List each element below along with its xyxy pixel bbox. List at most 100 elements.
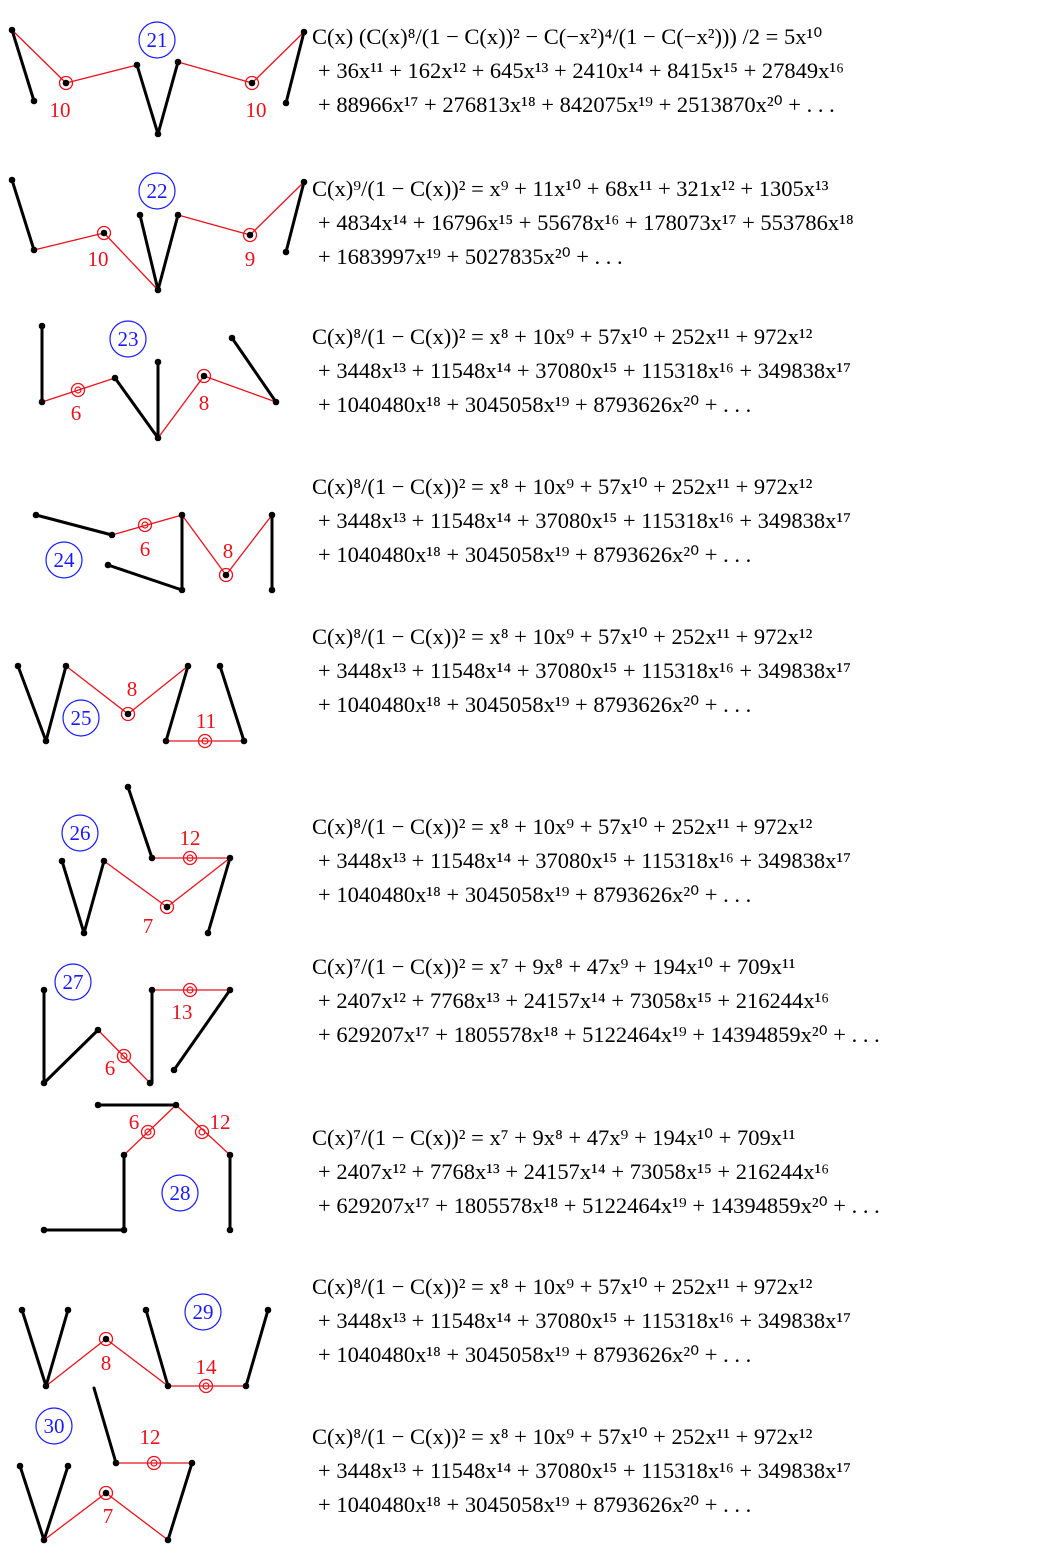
number-circle — [35, 1407, 73, 1445]
generating-function: C(x)⁸/(1 − C(x))² = x⁸ + 10x⁹ + 57x¹⁰ + … — [312, 1270, 1038, 1372]
entry-number: 27 — [63, 970, 84, 994]
formula-line: + 1040480x¹⁸ + 3045058x¹⁹ + 8793626x²⁰ +… — [318, 882, 752, 907]
generating-function: C(x) (C(x)⁸/(1 − C(x))² − C(−x²)⁴/(1 − C… — [312, 20, 1038, 122]
entry-number: 23 — [118, 327, 139, 351]
marked-vertex — [120, 706, 136, 722]
diagram-28: 28 6 12 — [40, 1101, 234, 1234]
red-label: 9 — [245, 247, 256, 271]
diagram-24: 24 6 8 — [32, 511, 276, 594]
marked-vertex — [194, 1124, 210, 1140]
number-circle — [184, 1293, 222, 1331]
generating-function: C(x)⁸/(1 − C(x))² = x⁸ + 10x⁹ + 57x¹⁰ + … — [312, 1420, 1038, 1522]
entry-number: 24 — [54, 548, 76, 572]
marked-vertex — [218, 567, 234, 583]
red-label: 10 — [50, 98, 71, 122]
marked-vertex — [198, 1378, 214, 1394]
marked-vertex — [182, 850, 198, 866]
number-circle — [138, 172, 176, 210]
red-label: 8 — [101, 1351, 112, 1375]
marked-vertex — [242, 227, 258, 243]
formula-line: C(x)⁸/(1 − C(x))² = x⁸ + 10x⁹ + 57x¹⁰ + … — [312, 814, 813, 839]
red-label: 12 — [180, 826, 201, 850]
red-label: 6 — [71, 401, 82, 425]
marked-vertex — [98, 1331, 114, 1347]
formula-line: C(x)⁸/(1 − C(x))² = x⁸ + 10x⁹ + 57x¹⁰ + … — [312, 1274, 813, 1299]
red-label: 14 — [196, 1355, 218, 1379]
number-circle — [161, 1174, 199, 1212]
diagram-22: 22 10 9 — [8, 172, 308, 294]
entry-number: 29 — [193, 1300, 214, 1324]
red-label: 13 — [172, 1000, 193, 1024]
formula-line: + 3448x¹³ + 11548x¹⁴ + 37080x¹⁵ + 115318… — [318, 358, 852, 383]
formula-line: + 3448x¹³ + 11548x¹⁴ + 37080x¹⁵ + 115318… — [318, 848, 852, 873]
formula-line: C(x)⁸/(1 − C(x))² = x⁸ + 10x⁹ + 57x¹⁰ + … — [312, 1424, 813, 1449]
red-label: 6 — [140, 537, 151, 561]
red-label: 12 — [140, 1425, 161, 1449]
generating-function: C(x)⁷/(1 − C(x))² = x⁷ + 9x⁸ + 47x⁹ + 19… — [312, 1121, 1038, 1223]
red-label: 8 — [199, 391, 210, 415]
formula-line: + 3448x¹³ + 11548x¹⁴ + 37080x¹⁵ + 115318… — [318, 658, 852, 683]
entry-number: 25 — [71, 706, 92, 730]
entry-number: 26 — [70, 821, 91, 845]
marked-vertex — [137, 517, 153, 533]
marked-vertex — [116, 1048, 132, 1064]
number-circle — [62, 699, 100, 737]
formula-line: + 1040480x¹⁸ + 3045058x¹⁹ + 8793626x²⁰ +… — [318, 1342, 752, 1367]
marked-vertex — [197, 733, 213, 749]
formula-line: + 2407x¹² + 7768x¹³ + 24157x¹⁴ + 73058x¹… — [318, 988, 830, 1013]
generating-function: C(x)⁸/(1 − C(x))² = x⁸ + 10x⁹ + 57x¹⁰ + … — [312, 620, 1038, 722]
formula-line: C(x)⁷/(1 − C(x))² = x⁷ + 9x⁸ + 47x⁹ + 19… — [312, 954, 796, 979]
diagram-26: 26 12 7 — [58, 783, 234, 938]
formula-line: + 88966x¹⁷ + 276813x¹⁸ + 842075x¹⁹ + 251… — [318, 92, 835, 117]
diagram-21: 21 10 10 — [8, 21, 308, 138]
diagram-30: 30 12 7 — [16, 1386, 196, 1544]
entry-number: 22 — [147, 179, 168, 203]
marked-vertex — [98, 1485, 114, 1501]
formula-line: C(x) (C(x)⁸/(1 − C(x))² − C(−x²)⁴/(1 − C… — [312, 24, 823, 49]
diagram-27: 27 6 13 — [40, 963, 234, 1087]
marked-vertex — [182, 982, 198, 998]
formula-line: C(x)⁸/(1 − C(x))² = x⁸ + 10x⁹ + 57x¹⁰ + … — [312, 624, 813, 649]
formula-line: + 1040480x¹⁸ + 3045058x¹⁹ + 8793626x²⁰ +… — [318, 1492, 752, 1517]
entry-number: 30 — [44, 1414, 65, 1438]
formula-line: C(x)⁸/(1 − C(x))² = x⁸ + 10x⁹ + 57x¹⁰ + … — [312, 324, 813, 349]
formula-line: + 629207x¹⁷ + 1805578x¹⁸ + 5122464x¹⁹ + … — [318, 1193, 880, 1218]
marked-vertex — [140, 1124, 156, 1140]
formula-line: + 2407x¹² + 7768x¹³ + 24157x¹⁴ + 73058x¹… — [318, 1159, 830, 1184]
generating-function: C(x)⁸/(1 − C(x))² = x⁸ + 10x⁹ + 57x¹⁰ + … — [312, 470, 1038, 572]
formula-line: + 1040480x¹⁸ + 3045058x¹⁹ + 8793626x²⁰ +… — [318, 542, 752, 567]
red-label: 12 — [210, 1110, 231, 1134]
entry-number: 21 — [147, 28, 168, 52]
formula-line: + 3448x¹³ + 11548x¹⁴ + 37080x¹⁵ + 115318… — [318, 1308, 852, 1333]
formula-line: + 3448x¹³ + 11548x¹⁴ + 37080x¹⁵ + 115318… — [318, 508, 852, 533]
number-circle — [109, 320, 147, 358]
marked-vertex — [196, 368, 212, 384]
red-label: 6 — [105, 1056, 116, 1080]
red-label: 11 — [196, 709, 216, 733]
formula-line: C(x)⁷/(1 − C(x))² = x⁷ + 9x⁸ + 47x⁹ + 19… — [312, 1125, 796, 1150]
marked-vertex — [58, 75, 74, 91]
marked-vertex — [70, 382, 86, 398]
diagram-23: 23 6 8 — [38, 320, 280, 442]
number-circle — [61, 814, 99, 852]
red-label: 8 — [223, 539, 234, 563]
red-label: 10 — [88, 247, 109, 271]
marked-vertex — [96, 225, 112, 241]
red-label: 6 — [129, 1110, 140, 1134]
formula-line: C(x)⁸/(1 − C(x))² = x⁸ + 10x⁹ + 57x¹⁰ + … — [312, 474, 813, 499]
marked-vertex — [159, 899, 175, 915]
formula-line: + 1040480x¹⁸ + 3045058x¹⁹ + 8793626x²⁰ +… — [318, 392, 752, 417]
formula-line: + 629207x¹⁷ + 1805578x¹⁸ + 5122464x¹⁹ + … — [318, 1022, 880, 1047]
number-circle — [45, 541, 83, 579]
number-circle — [54, 963, 92, 1001]
red-label: 8 — [127, 677, 138, 701]
generating-function: C(x)⁷/(1 − C(x))² = x⁷ + 9x⁸ + 47x⁹ + 19… — [312, 950, 1038, 1052]
red-label: 10 — [246, 98, 267, 122]
red-label: 7 — [103, 1504, 114, 1528]
formula-line: + 1040480x¹⁸ + 3045058x¹⁹ + 8793626x²⁰ +… — [318, 692, 752, 717]
formula-line: C(x)⁹/(1 − C(x))² = x⁹ + 11x¹⁰ + 68x¹¹ +… — [312, 176, 829, 201]
formula-line: + 36x¹¹ + 162x¹² + 645x¹³ + 2410x¹⁴ + 84… — [318, 58, 845, 83]
formula-line: + 1683997x¹⁹ + 5027835x²⁰ + . . . — [318, 244, 623, 269]
diagram-25: 25 8 11 — [14, 662, 248, 749]
formula-line: + 4834x¹⁴ + 16796x¹⁵ + 55678x¹⁶ + 178073… — [318, 210, 854, 235]
